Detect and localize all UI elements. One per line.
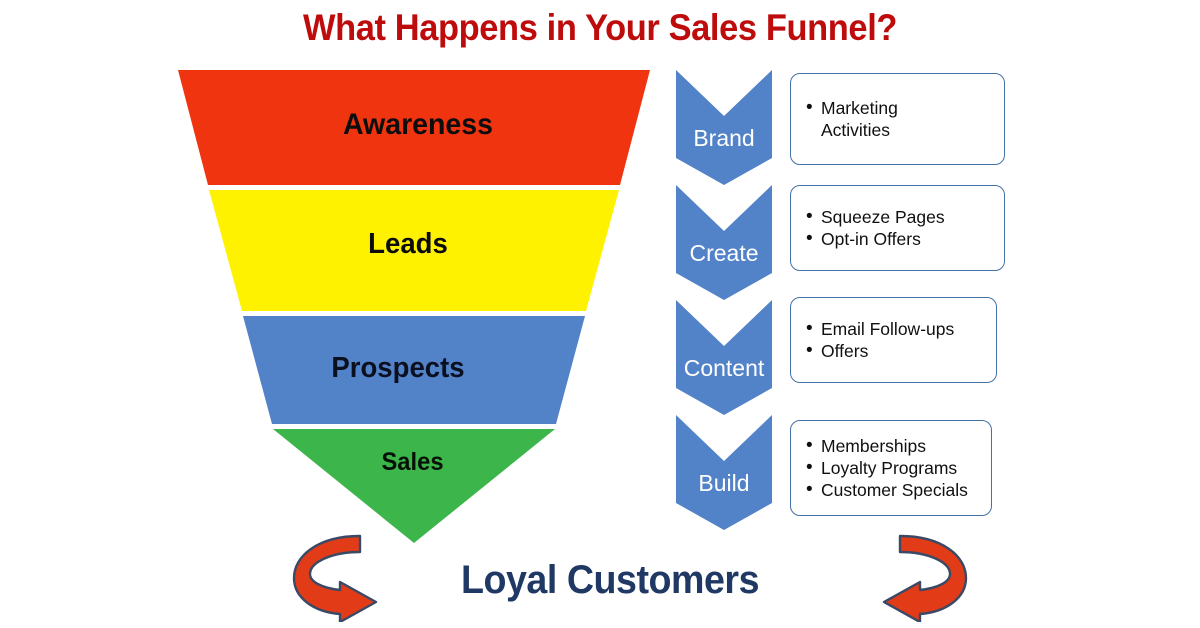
detail-list: Marketing Activities bbox=[805, 96, 994, 141]
funnel-label-sales: Sales bbox=[381, 448, 444, 476]
list-item: Loyalty Programs bbox=[805, 456, 981, 480]
chevron-label: Create bbox=[689, 240, 759, 266]
chevron-down-icon bbox=[676, 300, 772, 415]
detail-list: Squeeze Pages Opt-in Offers bbox=[805, 205, 994, 251]
chevron-down-icon bbox=[676, 415, 772, 530]
list-item: Email Follow-ups bbox=[805, 317, 986, 341]
curved-arrow-left-icon bbox=[288, 528, 380, 622]
funnel-label-awareness: Awareness bbox=[342, 108, 493, 141]
funnel-graphic: Awareness Leads Prospects Sales bbox=[178, 70, 650, 543]
list-item: Marketing Activities bbox=[805, 96, 994, 141]
list-item: Squeeze Pages bbox=[805, 205, 994, 229]
curved-arrow-right-icon bbox=[880, 528, 972, 622]
chevron-step-content[interactable]: Content bbox=[676, 300, 772, 415]
chevron-label: Brand bbox=[693, 125, 755, 151]
detail-list: Email Follow-ups Offers bbox=[805, 317, 986, 363]
chevron-down-icon bbox=[676, 70, 772, 185]
chevron-down-icon bbox=[676, 185, 772, 300]
list-item: Offers bbox=[805, 339, 986, 363]
detail-list: Memberships Loyalty Programs Customer Sp… bbox=[805, 434, 981, 502]
page-title: What Happens in Your Sales Funnel? bbox=[302, 7, 898, 48]
funnel-shapes bbox=[178, 70, 650, 543]
chevron-column: Brand Create Content Build bbox=[676, 0, 776, 628]
funnel-segment-sales bbox=[273, 429, 555, 543]
list-item: Customer Specials bbox=[805, 478, 981, 502]
chevron-step-build[interactable]: Build bbox=[676, 415, 772, 530]
list-item: Opt-in Offers bbox=[805, 227, 994, 251]
list-item: Memberships bbox=[805, 434, 981, 458]
detail-box-content[interactable]: Email Follow-ups Offers bbox=[790, 297, 997, 383]
funnel-label-leads: Leads bbox=[368, 228, 448, 260]
outcome-label: Loyal Customers bbox=[460, 558, 760, 602]
funnel-segment-awareness bbox=[178, 70, 650, 185]
funnel-segment-leads bbox=[209, 190, 619, 311]
chevron-step-create[interactable]: Create bbox=[676, 185, 772, 300]
detail-box-brand[interactable]: Marketing Activities bbox=[790, 73, 1005, 165]
chevron-label: Build bbox=[698, 470, 750, 496]
chevron-label: Content bbox=[683, 355, 765, 381]
chevron-step-brand[interactable]: Brand bbox=[676, 70, 772, 185]
funnel-segment-prospects bbox=[243, 316, 585, 424]
detail-box-build[interactable]: Memberships Loyalty Programs Customer Sp… bbox=[790, 420, 992, 516]
funnel-label-prospects: Prospects bbox=[331, 352, 465, 384]
detail-box-create[interactable]: Squeeze Pages Opt-in Offers bbox=[790, 185, 1005, 271]
